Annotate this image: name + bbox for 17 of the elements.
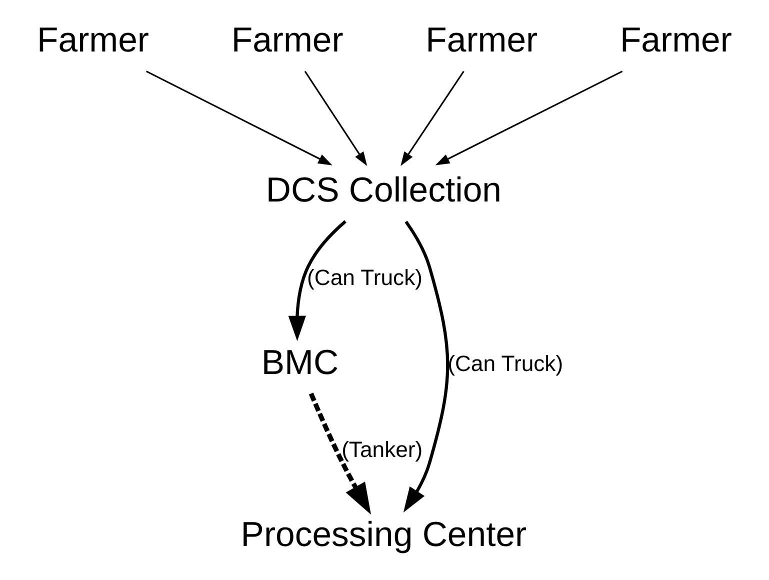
node-text: DCS Collection: [266, 172, 502, 210]
node-text: Farmer: [620, 22, 732, 60]
arrow: [146, 70, 332, 166]
arrow: [403, 220, 450, 512]
node-text: Farmer: [426, 22, 538, 60]
edge-label: (Can Truck): [448, 350, 564, 376]
edge-label: (Can Truck): [307, 264, 422, 290]
arrow: [288, 220, 346, 342]
edge-label: (Tanker): [342, 436, 423, 462]
arrow: [308, 392, 372, 515]
node-text: Farmer: [231, 22, 344, 60]
arrow: [400, 70, 464, 166]
arrow: [304, 70, 368, 166]
arrow: [435, 70, 623, 166]
node-text: Farmer: [37, 22, 150, 60]
node-text: BMC: [261, 344, 339, 382]
node-text: Processing Center: [240, 516, 527, 554]
